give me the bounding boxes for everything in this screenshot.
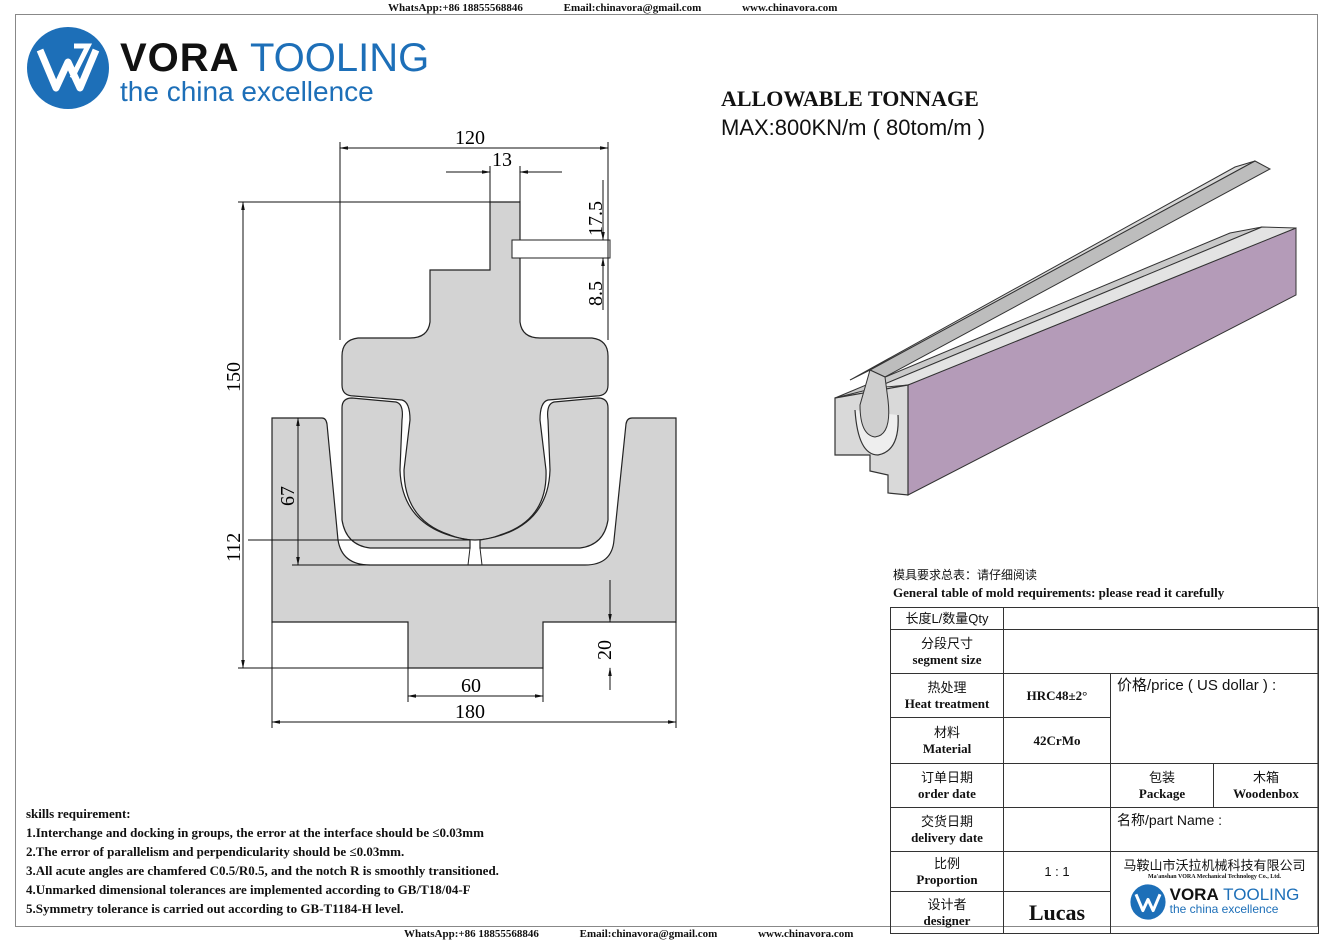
skills-item-5: 5.Symmetry tolerance is carried out acco… [26, 901, 404, 916]
partname-label: 名称/part Name : [1117, 812, 1223, 828]
dim-13: 13 [492, 149, 512, 171]
skills-item-2: 2.The error of parallelism and perpendic… [26, 844, 405, 859]
company-name-zh: 马鞍山市沃拉机械科技有限公司 [1123, 858, 1306, 873]
proportion-label-zh: 比例 [933, 855, 960, 871]
website-text: www.chinavora.com [742, 2, 838, 14]
heat-label-zh: 热处理 [927, 679, 967, 695]
material-value: 42CrMo [1003, 717, 1111, 764]
delivery-label-zh: 交货日期 [920, 813, 973, 829]
designer-label-en: designer [923, 912, 971, 928]
small-brand-light: TOOLING [1223, 885, 1300, 904]
material-label-en: Material [922, 740, 972, 756]
heat-value: HRC48±2° [1003, 673, 1111, 718]
footer-whatsapp-text: WhatsApp:+86 18855568846 [404, 928, 539, 940]
material-label-zh: 材料 [933, 724, 960, 740]
qty-label-cell: 长度L/数量Qty [890, 607, 1004, 630]
left-insert-shape [341, 397, 471, 549]
skills-item-1: 1.Interchange and docking in groups, the… [26, 825, 484, 840]
vora-logo-small-icon [1130, 884, 1166, 920]
proportion-label-en: Proportion [916, 871, 978, 887]
brand-name-light: TOOLING [249, 36, 430, 80]
proportion-value: 1 : 1 [1003, 851, 1111, 892]
segment-label-zh: 分段尺寸 [920, 635, 973, 651]
footer-website-text: www.chinavora.com [758, 928, 854, 940]
contact-footer: WhatsApp:+86 18855568846 Email:chinavora… [404, 928, 891, 940]
box-label-zh: 木箱 [1252, 769, 1279, 785]
requirements-title-zh: 模具要求总表：请仔细阅读 [893, 568, 1038, 582]
dim-120: 120 [455, 127, 485, 149]
contact-header: WhatsApp:+86 18855568846 Email:chinavora… [388, 2, 875, 14]
dim-112: 112 [223, 533, 245, 562]
email-text: Email:chinavora@gmail.com [563, 2, 702, 14]
lower-die-shape [271, 417, 677, 669]
vora-logo-icon [27, 27, 109, 109]
right-insert-shape [479, 397, 609, 549]
skills-item-4: 4.Unmarked dimensional tolerances are im… [26, 882, 471, 897]
skills-item-3: 3.All acute angles are chamfered C0.5/R0… [26, 863, 499, 878]
footer-email-text: Email:chinavora@gmail.com [579, 928, 718, 940]
order-label-en: order date [918, 785, 976, 801]
package-label-zh: 包装 [1148, 769, 1175, 785]
price-cell: 价格/price ( US dollar ) : [1110, 673, 1319, 764]
dim-67: 67 [277, 486, 299, 506]
company-logo: VORA TOOLING the china excellence [1111, 884, 1318, 920]
order-value-cell [1003, 763, 1111, 808]
upper-punch-shape [341, 201, 609, 541]
partname-cell: 名称/part Name : [1110, 807, 1319, 852]
heat-label-en: Heat treatment [904, 695, 990, 711]
brand-name-bold: VORA [120, 36, 240, 80]
delivery-label-en: delivery date [911, 829, 983, 845]
qty-value-cell [1003, 607, 1319, 630]
order-label-zh: 订单日期 [920, 769, 973, 785]
price-label: 价格/price ( US dollar ) : [1117, 677, 1277, 694]
delivery-value-cell [1003, 807, 1111, 852]
segment-label-en: segment size [912, 651, 982, 667]
qty-label: 长度L/数量Qty [905, 610, 989, 626]
small-brand-tagline: the china excellence [1169, 902, 1279, 916]
company-cell: 马鞍山市沃拉机械科技有限公司 Ma'anshan VORA Mechanical… [1110, 851, 1319, 934]
brand-name: VORA TOOLING [120, 38, 429, 78]
dim-17-5: 17.5 [585, 201, 607, 236]
dim-20: 20 [594, 640, 616, 660]
segment-value-cell [1003, 629, 1319, 674]
dim-180: 180 [455, 701, 485, 723]
dim-8-5: 8.5 [585, 281, 607, 306]
requirements-title-en: General table of mold requirements: plea… [893, 585, 1225, 600]
dim-150: 150 [223, 362, 245, 392]
brand-tagline: the china excellence [120, 76, 374, 107]
tonnage-value: MAX:800KN/m ( 80tom/m ) [721, 115, 986, 140]
box-label-en: Woodenbox [1233, 785, 1299, 801]
drawing-frame [15, 14, 1318, 927]
package-label-en: Package [1138, 785, 1186, 801]
skills-block: skills requirement: 1.Interchange and do… [26, 804, 499, 918]
skills-title: skills requirement: [26, 806, 131, 821]
die-3d-render [834, 160, 1297, 496]
company-name-en: Ma'anshan VORA Mechanical Technology Co.… [1147, 874, 1282, 880]
dim-60: 60 [461, 675, 481, 697]
tonnage-title: ALLOWABLE TONNAGE [721, 86, 979, 111]
whatsapp-text: WhatsApp:+86 18855568846 [388, 2, 523, 14]
small-brand-bold: VORA [1169, 885, 1219, 904]
designer-value: Lucas [1003, 891, 1111, 934]
designer-label-zh: 设计者 [927, 896, 967, 912]
